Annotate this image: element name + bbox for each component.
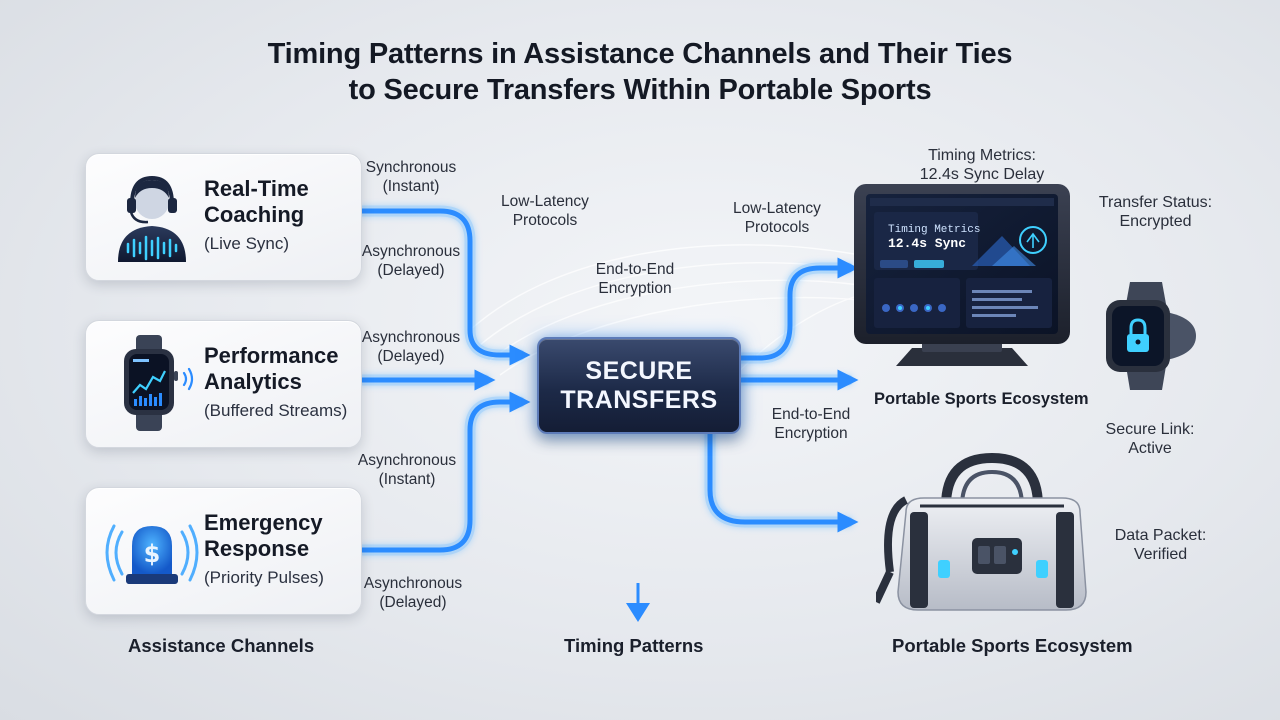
tablet-device: Timing Metrics 12.4s Sync [852,180,1074,370]
channel-subtitle: (Buffered Streams) [204,401,348,420]
flow-hub-to-tablet [734,257,859,361]
channel-subtitle: (Live Sync) [204,234,290,253]
left-flows [356,205,531,556]
secure-transfers-hub[interactable]: SECURE TRANSFERS [537,337,741,434]
timing-label-async-delayed: Asynchronous (Delayed) [363,575,463,611]
page-title-line-1: Timing Patterns in Assistance Channels a… [267,38,1013,70]
channel-name-line-2: Analytics [204,369,302,394]
channel-card-real-time-coaching[interactable]: Real-Time Coaching (Live Sync) [85,153,362,281]
channel-name-line-1: Real-Time [204,176,309,201]
channel-name-line-1: Performance [204,343,339,368]
flow-hub-to-bag [707,427,859,533]
smartwatch-chart-icon [124,335,194,431]
protocol-label-end-to-end: End-to-End Encryption [595,261,675,297]
flow-coaching-to-hub [359,208,531,366]
alert-beacon-icon: $ [105,524,199,584]
sports-bag-icon [876,452,1087,611]
status-transfer-status: Transfer Status: Encrypted [1098,194,1213,230]
ecosystem-caption: Portable Sports Ecosystem [874,390,1089,408]
channel-name-line-1: Emergency [204,510,323,535]
hub-label-line-1: SECURE [585,357,693,385]
headset-person-icon [118,175,186,262]
tablet-icon [854,184,1070,366]
down-arrow-icon [626,583,650,622]
channel-name-line-2: Response [204,536,310,561]
protocol-label-low-latency: Low-Latency Protocols [501,193,589,229]
hub-label-line-2: TRANSFERS [560,386,718,414]
bottom-label-portable-sports-ecosystem: Portable Sports Ecosystem [892,635,1133,656]
page-title-line-2: to Secure Transfers Within Portable Spor… [348,74,932,106]
status-secure-link: Secure Link: Active [1105,421,1195,457]
timing-label-async-delayed: Asynchronous (Delayed) [361,243,461,279]
timing-label-sync-instant: Synchronous (Instant) [365,159,457,195]
bottom-label-assistance-channels: Assistance Channels [128,635,315,656]
channel-name-line-2: Coaching [204,202,305,227]
flow-emergency-to-hub [359,391,531,553]
status-data-packet: Data Packet: Verified [1114,527,1207,563]
smartwatch-lock-icon [1106,282,1196,390]
channel-subtitle: (Priority Pulses) [204,568,324,587]
right-flows [704,257,859,533]
timing-label-async-instant: Asynchronous (Instant) [357,452,457,488]
protocol-label-low-latency: Low-Latency Protocols [733,200,821,236]
svg-text:$: $ [144,540,161,568]
timing-label-async-delayed: Asynchronous (Delayed) [361,329,461,365]
protocol-label-end-to-end: End-to-End Encryption [771,406,851,442]
tablet-screen-text: Timing Metrics 12.4s Sync [888,224,981,251]
channel-card-emergency-response[interactable]: $ Emergency Response (Priority Pulses) [85,487,362,615]
channel-card-performance-analytics[interactable]: Performance Analytics (Buffered Streams) [85,320,362,448]
bottom-label-timing-patterns: Timing Patterns [564,635,704,656]
status-timing-metrics: Timing Metrics: 12.4s Sync Delay [919,147,1045,183]
